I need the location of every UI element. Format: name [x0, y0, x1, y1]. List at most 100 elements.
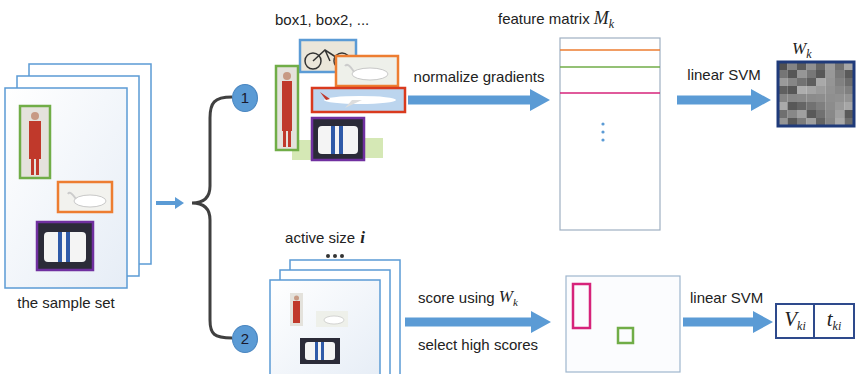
active-pages [270, 260, 400, 374]
swan-neck [345, 65, 354, 72]
person-head [294, 296, 299, 301]
weight-cell [816, 78, 826, 86]
ellipsis-dot [340, 254, 344, 258]
weight-cell [816, 86, 826, 94]
page [270, 280, 380, 374]
person-head [31, 112, 39, 120]
text-group: 1 [241, 88, 249, 107]
car-box [37, 222, 93, 270]
output-cell: Vki [775, 303, 815, 339]
node-text: ki [797, 320, 806, 334]
swan-body [324, 316, 344, 324]
step-circle: 1 [232, 84, 258, 112]
node-text: ki [833, 320, 842, 334]
matrix-row [560, 66, 660, 68]
node-text: box1, box2, ... [275, 11, 369, 28]
weight-cell [797, 94, 807, 102]
weight-cell [807, 86, 817, 94]
step-circle: 2 [232, 325, 258, 353]
person-head [283, 72, 291, 80]
active-pages: active sizei [270, 280, 380, 374]
weight-cell [835, 94, 845, 102]
sample-pages [5, 64, 151, 288]
car-body [44, 232, 86, 262]
person-leg [283, 131, 286, 147]
car-box [312, 118, 364, 160]
weight-cell [797, 78, 807, 86]
node-text: active size [285, 229, 355, 246]
weight-cell [826, 110, 836, 118]
matrix-row [560, 92, 660, 94]
step-label: linear SVM [690, 289, 763, 306]
person-box [20, 106, 50, 178]
flow-arrow [683, 311, 773, 333]
car-stripe [331, 126, 335, 154]
weight-cell [826, 94, 836, 102]
weight-cell [816, 110, 826, 118]
node-text: M [594, 8, 609, 28]
swan-neck [68, 193, 76, 199]
text-group: Wk [792, 39, 812, 62]
weight-image [778, 62, 854, 126]
matrix-row [560, 49, 660, 51]
car-body [318, 126, 358, 154]
node-text: i [360, 228, 365, 247]
flow-arrow [156, 197, 184, 209]
weight-cell [788, 102, 798, 110]
node-text: k [609, 17, 614, 31]
curly-bracket [192, 97, 232, 338]
node-text: the sample set [17, 294, 115, 311]
weight-cell [788, 94, 798, 102]
weight-frame [778, 62, 854, 126]
weight-cell [797, 102, 807, 110]
swan-box [336, 56, 398, 86]
person-leg [288, 131, 291, 147]
ellipsis-dot [601, 138, 604, 141]
node-text: 2 [241, 330, 249, 347]
car-thumb [300, 338, 340, 364]
weight-cell [807, 70, 817, 78]
airplane-tail [320, 92, 330, 100]
node-text: k [806, 47, 811, 61]
step-label: select high scores [418, 336, 538, 353]
car-stripe [315, 342, 318, 360]
weight-cell [826, 78, 836, 86]
weight-cell [788, 70, 798, 78]
person-dress [293, 301, 300, 323]
swan-body [74, 195, 106, 207]
box-collage: box1, box2, ... [272, 35, 405, 162]
person-thumb [290, 293, 303, 326]
ellipsis-dot [333, 254, 337, 258]
swan-body [352, 68, 388, 80]
text-group: box1, box2, ... [275, 10, 369, 29]
page [5, 88, 127, 288]
node-text: W [792, 39, 806, 58]
weight-cell [797, 70, 807, 78]
ellipsis-dot [326, 254, 330, 258]
person-dress [282, 81, 292, 131]
weight-cell [826, 70, 836, 78]
text-group: 2 [241, 329, 249, 348]
person-box [276, 66, 298, 150]
detection-box [618, 328, 633, 343]
weight-cell [835, 110, 845, 118]
step-label: score using [418, 289, 495, 306]
weight-cell [788, 110, 798, 118]
swan-thumb [316, 311, 348, 327]
weight-cell [816, 70, 826, 78]
weight-cell [788, 86, 798, 94]
weight-cell [807, 102, 817, 110]
text-group: the sample set [17, 293, 115, 312]
weight-cell [807, 94, 817, 102]
text-group: active size i [285, 228, 365, 248]
matrix-frame [560, 38, 660, 230]
airplane-box [312, 88, 405, 112]
weight-cell [816, 102, 826, 110]
weight-cell [826, 86, 836, 94]
swan-box [58, 182, 112, 212]
person-leg [31, 159, 34, 175]
weight-cell [797, 110, 807, 118]
arrow-label: normalize gradients [414, 68, 545, 85]
weight-cell [835, 102, 845, 110]
